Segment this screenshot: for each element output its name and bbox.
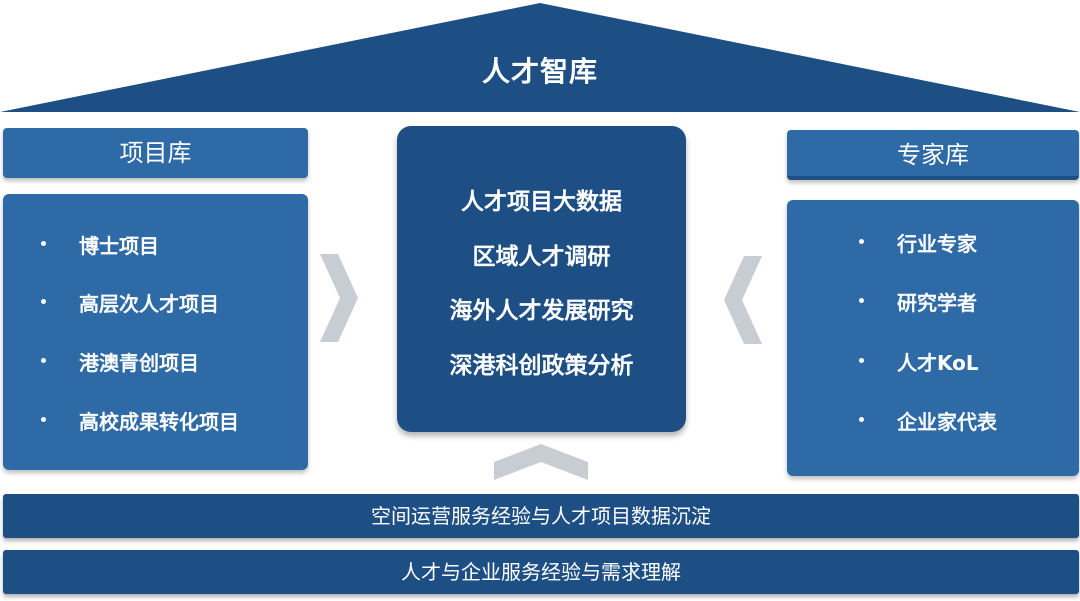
chevron-left-icon <box>724 256 762 344</box>
center-item: 海外人才发展研究 <box>449 298 634 324</box>
list-item: 企业家代表 <box>859 406 997 435</box>
expert-library-header: 专家库 <box>787 130 1079 180</box>
roof-title: 人才智库 <box>481 55 598 88</box>
bullet-icon <box>41 299 46 304</box>
project-library-panel: 博士项目 高层次人才项目 港澳青创项目 高校成果转化项目 <box>3 194 308 470</box>
center-item: 深港科创政策分析 <box>449 353 634 379</box>
bullet-icon <box>859 239 864 244</box>
list-item: 高校成果转化项目 <box>41 406 239 435</box>
foundation-bar-service: 人才与企业服务经验与需求理解 <box>3 550 1079 594</box>
bullet-icon <box>859 358 864 363</box>
bullet-icon <box>41 241 46 246</box>
list-item: 博士项目 <box>41 230 159 259</box>
bullet-icon <box>41 417 46 422</box>
foundation-bar-data: 空间运营服务经验与人才项目数据沉淀 <box>3 494 1079 538</box>
bullet-icon <box>859 417 864 422</box>
center-item: 人才项目大数据 <box>461 189 622 215</box>
project-library-header: 项目库 <box>3 128 308 178</box>
center-item: 区域人才调研 <box>472 244 611 270</box>
center-panel: 人才项目大数据 区域人才调研 海外人才发展研究 深港科创政策分析 <box>397 126 686 432</box>
list-item: 高层次人才项目 <box>41 288 219 317</box>
list-item: 行业专家 <box>859 228 977 257</box>
chevron-up-icon <box>494 444 588 480</box>
bullet-icon <box>41 358 46 363</box>
list-item: 研究学者 <box>859 287 977 316</box>
chevron-right-icon <box>320 254 358 342</box>
list-item: 人才KoL <box>859 347 979 376</box>
bullet-icon <box>859 298 864 303</box>
roof-shape <box>0 3 1080 112</box>
list-item: 港澳青创项目 <box>41 347 199 376</box>
expert-library-panel: 行业专家 研究学者 人才KoL 企业家代表 <box>787 200 1079 476</box>
